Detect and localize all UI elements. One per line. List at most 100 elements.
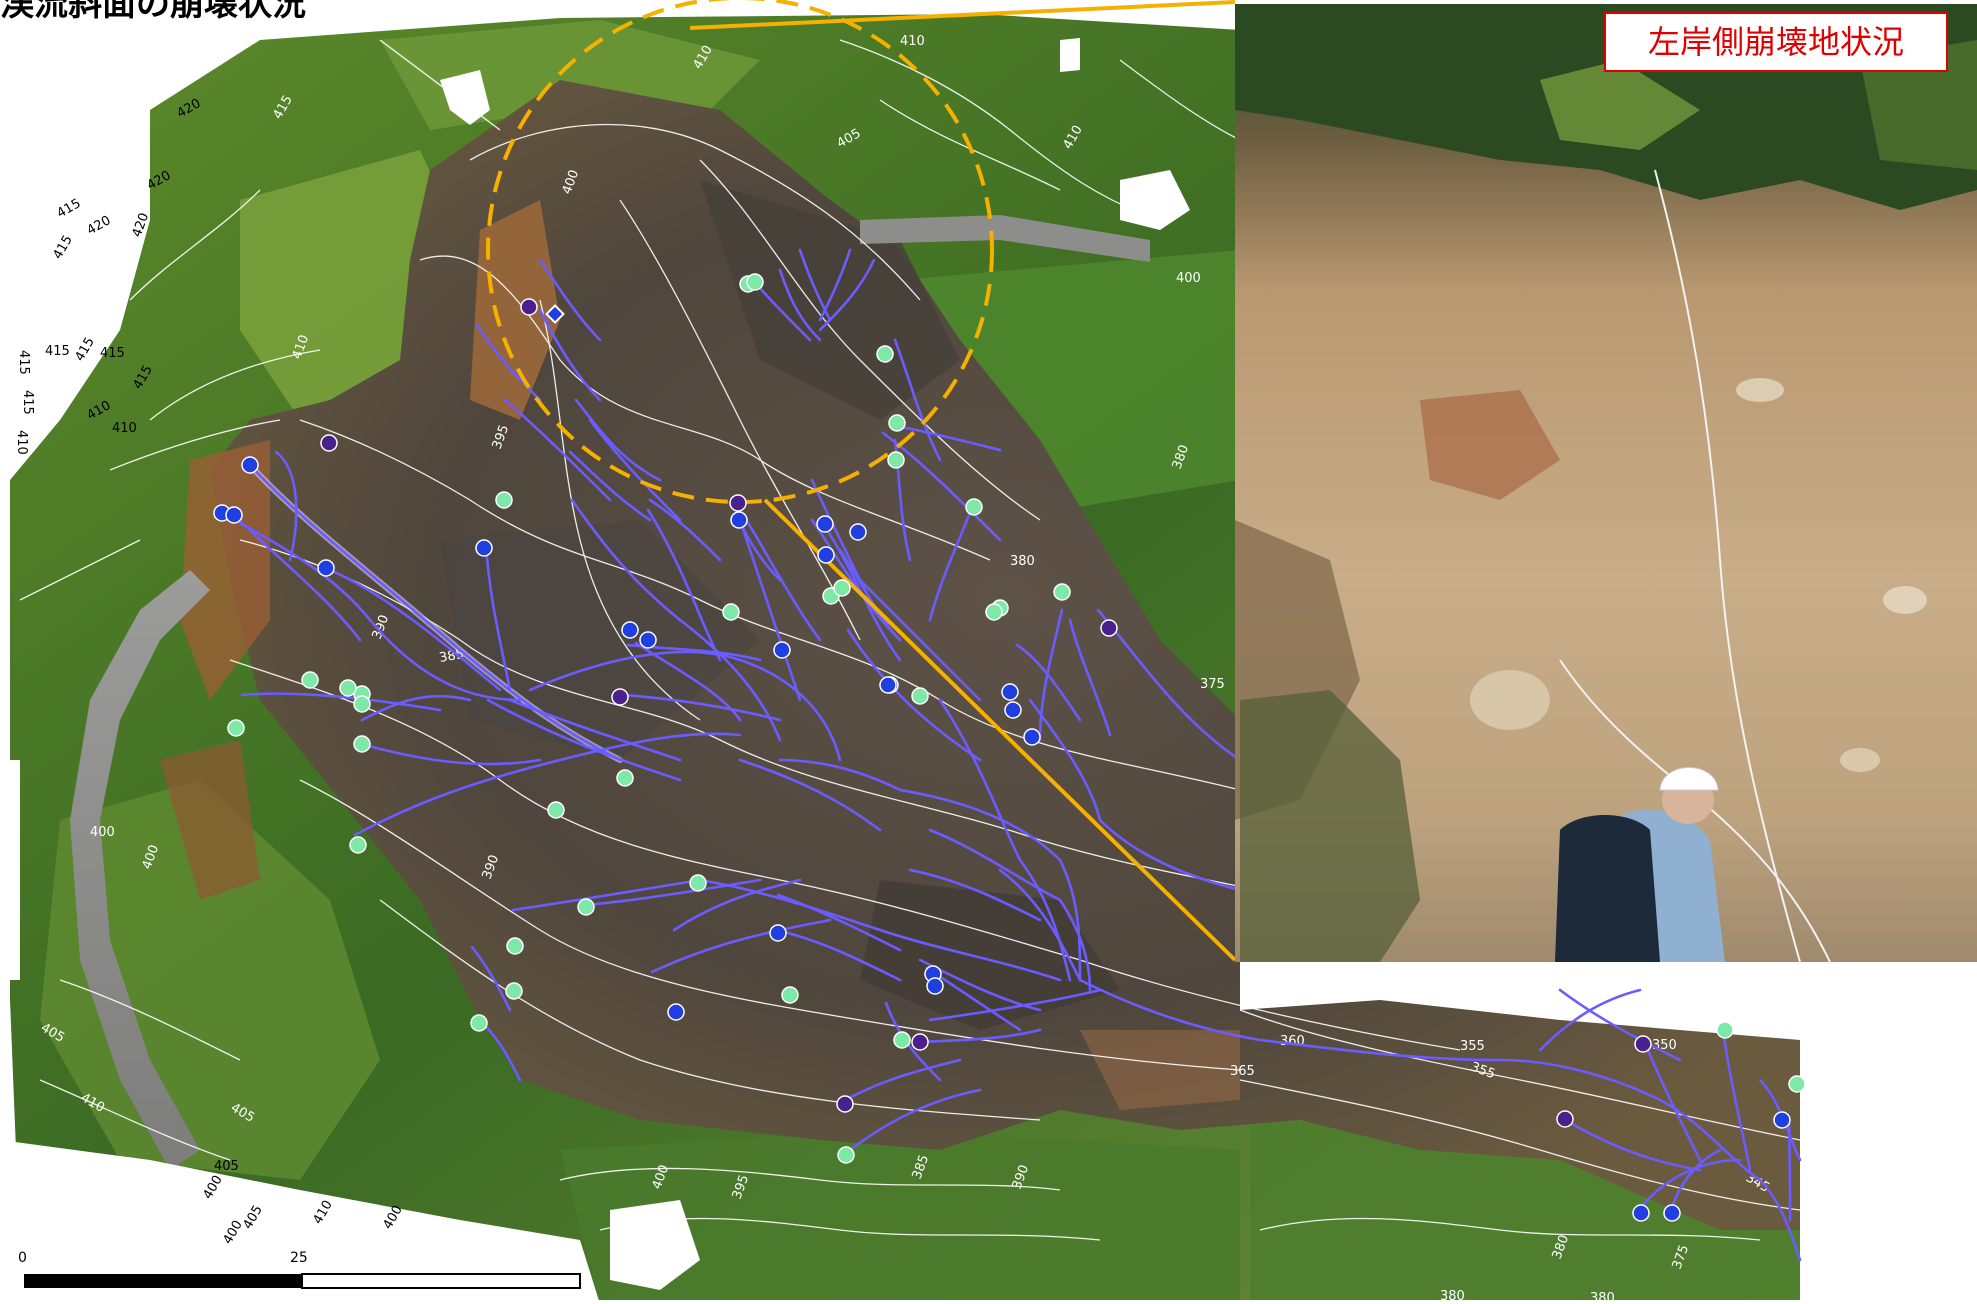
photo-rock xyxy=(1840,748,1880,772)
purple-point-marker xyxy=(729,494,747,512)
road xyxy=(860,215,1150,262)
contour-label: 420 xyxy=(85,213,114,238)
blue-point-marker xyxy=(816,515,834,533)
mosaic-gap xyxy=(0,1140,600,1304)
blue-point-marker xyxy=(621,621,639,639)
markers-diamond xyxy=(545,304,565,324)
green-point-marker xyxy=(887,451,905,469)
purple-point-marker xyxy=(1634,1035,1652,1053)
contour-label: 380 xyxy=(1440,1289,1465,1304)
contour-label: 405 xyxy=(214,1159,239,1174)
photo-rope xyxy=(1654,169,1801,963)
photo-rock xyxy=(1470,670,1550,730)
contour-label: 355 xyxy=(1460,1039,1485,1054)
blue-point-marker xyxy=(639,631,657,649)
contour-label: 415 xyxy=(100,346,125,361)
markers-purple xyxy=(320,298,1652,1128)
blue-point-marker xyxy=(317,559,335,577)
purple-point-marker xyxy=(611,688,629,706)
purple-point-marker xyxy=(320,434,338,452)
green-point-marker xyxy=(689,874,707,892)
contour-label: 415 xyxy=(50,233,75,262)
green-point-marker xyxy=(470,1014,488,1032)
contour-label: 380 xyxy=(1590,1291,1615,1304)
contour-label: 375 xyxy=(1200,677,1225,692)
green-point-marker xyxy=(301,671,319,689)
green-point-marker xyxy=(616,769,634,787)
green-point-marker xyxy=(837,1146,855,1164)
contour-label: 410 xyxy=(900,34,925,49)
contour-label: 415 xyxy=(55,196,84,221)
green-point-marker xyxy=(505,982,523,1000)
green-point-marker xyxy=(353,735,371,753)
diamond-marker xyxy=(545,304,565,324)
mosaic-gap xyxy=(1060,38,1080,72)
road xyxy=(70,570,210,1170)
purple-point-marker xyxy=(1556,1110,1574,1128)
green-point-marker xyxy=(876,345,894,363)
blue-point-marker xyxy=(1004,701,1022,719)
contour-label: 410 xyxy=(112,421,137,436)
photo-rock xyxy=(1883,586,1927,614)
contour-label: 360 xyxy=(1280,1034,1305,1049)
contour-label: 415 xyxy=(72,335,97,364)
green-point-marker xyxy=(833,579,851,597)
green-point-marker xyxy=(1788,1075,1806,1093)
green-point-marker xyxy=(349,836,367,854)
site-photo xyxy=(1235,4,1977,963)
photo-caption-box: 左岸側崩壊地状況 xyxy=(1604,12,1948,72)
photo-vegetation xyxy=(1860,40,1977,170)
contour-label: 415 xyxy=(16,350,31,375)
mosaic-gap xyxy=(0,760,20,980)
blue-point-marker xyxy=(879,676,897,694)
green-point-marker xyxy=(893,1031,911,1049)
contour-label: 415 xyxy=(45,344,70,359)
markers-blue xyxy=(213,456,1791,1222)
landslide-scar xyxy=(210,80,1800,1230)
markers-green xyxy=(227,273,1806,1164)
green-point-marker xyxy=(506,937,524,955)
blue-point-marker xyxy=(1023,728,1041,746)
blue-point-marker xyxy=(1001,683,1019,701)
green-point-marker xyxy=(781,986,799,1004)
green-point-marker xyxy=(888,414,906,432)
blue-point-marker xyxy=(926,977,944,995)
mosaic-gap xyxy=(440,70,490,125)
green-point-marker xyxy=(722,603,740,621)
green-point-marker xyxy=(965,498,983,516)
scale-tick-label: 0 xyxy=(18,1250,27,1266)
contour-label: 410 xyxy=(14,430,29,455)
landslide-scar-detail xyxy=(860,880,1120,1030)
photo-vegetation xyxy=(1540,60,1700,150)
green-point-marker xyxy=(227,719,245,737)
green-point-marker xyxy=(1053,583,1071,601)
purple-point-marker xyxy=(836,1095,854,1113)
scale-bar-white-segment xyxy=(301,1273,581,1289)
purple-point-marker xyxy=(1100,619,1118,637)
green-point-marker xyxy=(985,603,1003,621)
contour-label: 405 xyxy=(1134,179,1159,194)
blue-point-marker xyxy=(225,506,243,524)
blue-point-marker xyxy=(769,924,787,942)
blue-point-marker xyxy=(1632,1204,1650,1222)
leader-lines xyxy=(689,0,1237,962)
green-point-marker xyxy=(547,801,565,819)
purple-point-marker xyxy=(520,298,538,316)
blue-point-marker xyxy=(1773,1111,1791,1129)
contour-label: 400 xyxy=(90,825,115,840)
person-backpack xyxy=(1555,815,1660,962)
blue-point-marker xyxy=(817,546,835,564)
blue-point-marker xyxy=(730,511,748,529)
green-point-marker xyxy=(1716,1021,1734,1039)
contour-label: 415 xyxy=(20,390,35,415)
contour-label: 365 xyxy=(1230,1064,1255,1079)
green-point-marker xyxy=(495,491,513,509)
green-point-marker xyxy=(353,695,371,713)
photo-rock xyxy=(1736,378,1784,402)
green-point-marker xyxy=(339,679,357,697)
green-point-marker xyxy=(746,273,764,291)
blue-point-marker xyxy=(1663,1204,1681,1222)
contour-label: 400 xyxy=(1176,271,1201,286)
